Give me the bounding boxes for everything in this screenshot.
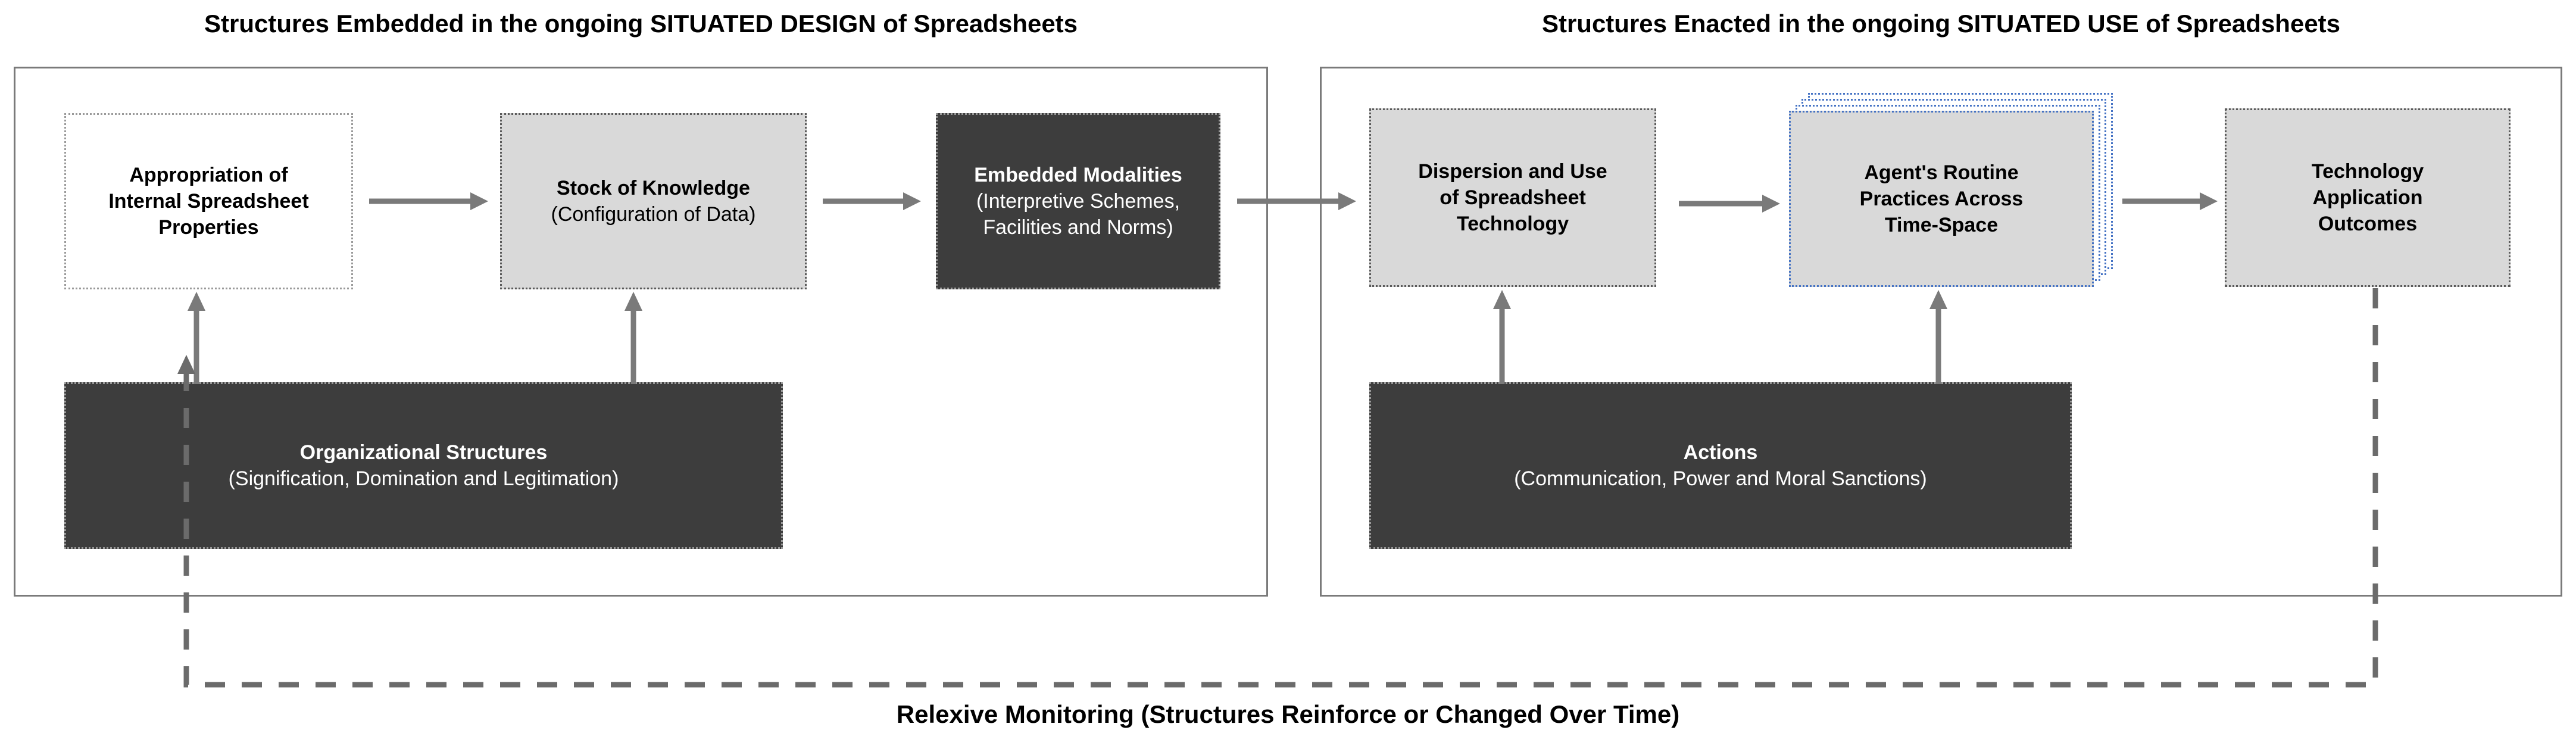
arrow-actions-to-agent-routine (1926, 290, 1950, 384)
node-dispersion-and-use-of-spreadsheet-technology[interactable]: Dispersion and Use of Spreadsheet Techno… (1369, 108, 1656, 287)
node-title: Organizational Structures (299, 441, 548, 464)
section-title-right: Structures Enacted in the ongoing SITUAT… (1541, 10, 2341, 38)
node-appropriation-of-internal-spreadsheet-properties[interactable]: Appropriation of Internal Spreadsheet Pr… (64, 113, 353, 289)
node-technology-application-outcomes[interactable]: Technology Application Outcomes (2225, 108, 2511, 287)
arrow-agent-routine-to-technology-outcomes (2122, 189, 2218, 213)
node-line-2: of Spreadsheet (1440, 186, 1586, 209)
node-line-1: Appropriation of (129, 163, 288, 186)
node-title: Actions (1683, 441, 1758, 464)
node-line-3: Outcomes (2318, 213, 2418, 236)
arrow-dispersion-to-agent-routine (1679, 192, 1780, 216)
node-line-1: Agent's Routine (1864, 161, 2019, 184)
arrow-stock-to-embedded (823, 189, 921, 213)
node-subtitle-line-2: Facilities and Norms) (983, 216, 1173, 239)
node-agents-routine-practices-across-time-space[interactable]: Agent's Routine Practices Across Time-Sp… (1789, 111, 2094, 287)
node-line-3: Properties (158, 216, 259, 239)
node-line-3: Time-Space (1884, 214, 1999, 237)
node-subtitle-line-1: (Interpretive Schemes, (976, 189, 1181, 213)
arrow-org-structures-to-stock-of-knowledge (622, 292, 645, 384)
node-subtitle: (Configuration of Data) (551, 203, 756, 226)
node-line-3: Technology (1456, 213, 1569, 236)
node-subtitle: (Signification, Domination and Legitimat… (228, 467, 619, 490)
node-line-2: Application (2312, 186, 2423, 209)
node-embedded-modalities[interactable]: Embedded Modalities (Interpretive Scheme… (936, 113, 1220, 289)
arrow-actions-to-dispersion (1490, 290, 1514, 384)
arrow-appropriation-to-stock (369, 189, 488, 213)
node-line-2: Internal Spreadsheet (108, 189, 309, 213)
section-title-left: Structures Embedded in the ongoing SITUA… (204, 10, 1078, 38)
node-title: Embedded Modalities (974, 163, 1182, 186)
node-stock-of-knowledge[interactable]: Stock of Knowledge (Configuration of Dat… (500, 113, 807, 289)
node-subtitle: (Communication, Power and Moral Sanction… (1514, 467, 1927, 490)
arrow-org-structures-to-appropriation (185, 292, 208, 384)
node-line-1: Technology (2311, 160, 2424, 183)
caption-relexive-monitoring: Relexive Monitoring (Structures Reinforc… (896, 700, 1680, 728)
node-actions[interactable]: Actions (Communication, Power and Moral … (1369, 382, 2072, 549)
node-line-2: Practices Across (1859, 187, 2024, 210)
arrow-embedded-to-dispersion (1237, 189, 1356, 213)
node-organizational-structures[interactable]: Organizational Structures (Signification… (64, 382, 783, 549)
node-line-1: Dispersion and Use (1418, 160, 1607, 183)
node-title: Stock of Knowledge (557, 176, 750, 199)
